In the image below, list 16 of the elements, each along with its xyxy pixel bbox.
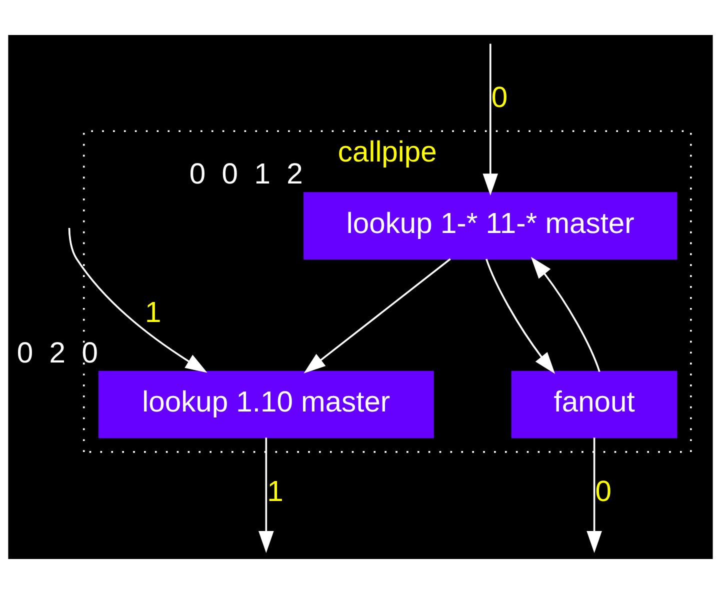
edge-label: 1	[145, 296, 162, 329]
edge-label: 0	[595, 475, 612, 508]
arrow	[68, 227, 208, 372]
edge-label: 1	[267, 475, 284, 508]
arrow	[258, 437, 274, 552]
node-box: fanout	[511, 370, 678, 438]
node-box: lookup 1.10 master	[98, 370, 434, 438]
node-label: 0 0 1 2	[189, 158, 303, 190]
node-label: 0 2 0	[16, 336, 98, 369]
arrow	[530, 256, 600, 372]
edge-label: 0	[491, 82, 508, 114]
arrow	[486, 258, 556, 374]
node-box: lookup 1-* 11-* master	[304, 192, 678, 260]
arrow	[304, 258, 451, 373]
arrow	[586, 437, 602, 552]
arrow	[482, 43, 498, 195]
